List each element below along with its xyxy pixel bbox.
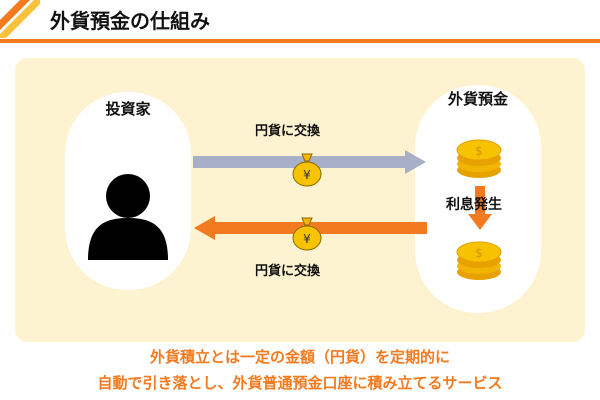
arrow-down-icon (468, 186, 492, 230)
header-stripes-icon (0, 0, 40, 38)
deposit-label: 外貨預金 (447, 90, 508, 108)
person-icon (88, 174, 168, 260)
money-bag-icon: ¥ (292, 217, 322, 251)
page-title: 外貨預金の仕組み (50, 9, 210, 33)
exchange-label-bottom: 円貨に交換 (255, 264, 321, 279)
coin-stack-icon: $ (456, 139, 502, 178)
money-bag-icon: ¥ (292, 153, 322, 187)
coin-stack-icon: $ (456, 241, 502, 280)
svg-text:$: $ (475, 144, 483, 158)
header-divider (0, 39, 600, 43)
svg-text:¥: ¥ (303, 232, 311, 246)
svg-text:¥: ¥ (303, 168, 311, 182)
interest-label: 利息発生 (446, 197, 502, 213)
svg-text:$: $ (475, 246, 483, 260)
caption-line-1: 外貨積立とは一定の金額（円貨）を定期的に (149, 348, 450, 366)
caption-line-2: 自動で引き落とし、外貨普通預金口座に積み立てるサービス (97, 374, 503, 392)
investor-label: 投資家 (105, 100, 151, 118)
exchange-label-top: 円貨に交換 (255, 124, 321, 139)
